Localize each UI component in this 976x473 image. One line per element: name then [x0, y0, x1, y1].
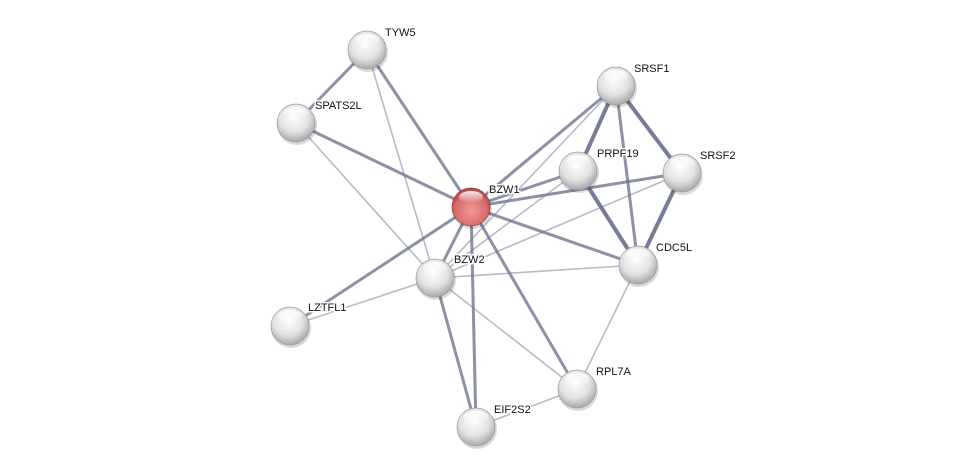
node-highlight: [355, 34, 379, 46]
node-highlight: [278, 310, 302, 322]
node-label: BZW2: [454, 254, 485, 266]
node-highlight: [565, 373, 589, 385]
node-label: SRSF1: [634, 63, 669, 75]
edge-spats2l-bzw1[interactable]: [295, 121, 472, 209]
node-label: SRSF2: [700, 150, 735, 162]
edge-bzw2-srsf2[interactable]: [434, 172, 683, 279]
node-highlight: [626, 249, 650, 261]
node-label: TYW5: [385, 27, 416, 39]
edge-bzw2-rpl7a[interactable]: [434, 277, 578, 390]
node-highlight: [566, 155, 590, 167]
node-bzw1[interactable]: BZW1: [451, 183, 521, 229]
node-cdc5l[interactable]: CDC5L: [618, 241, 694, 287]
node-srsf1[interactable]: SRSF1: [596, 62, 671, 108]
edge-srsf1-cdc5l[interactable]: [614, 85, 640, 266]
node-highlight: [670, 157, 694, 169]
node-label: EIF2S2: [494, 404, 531, 416]
node-label: BZW1: [489, 184, 520, 196]
edge-bzw1-eif2s2[interactable]: [469, 206, 478, 428]
edge-tyw5-bzw1[interactable]: [365, 49, 473, 208]
edge-bzw2-lztfl1[interactable]: [289, 277, 436, 327]
node-highlight: [423, 262, 447, 274]
edge-bzw1-rpl7a[interactable]: [469, 206, 579, 390]
edge-bzw1-lztfl1[interactable]: [289, 205, 472, 328]
edge-bzw1-srsf1[interactable]: [470, 84, 617, 209]
node-eif2s2[interactable]: EIF2S2: [456, 403, 532, 449]
node-label: RPL7A: [596, 366, 632, 378]
edge-spats2l-bzw2[interactable]: [295, 122, 436, 279]
edge-cdc5l-rpl7a[interactable]: [576, 264, 639, 390]
node-label: CDC5L: [656, 242, 692, 254]
node-rpl7a[interactable]: RPL7A: [557, 365, 633, 411]
edge-bzw2-eif2s2[interactable]: [433, 277, 478, 428]
node-label: SPATS2L: [315, 100, 362, 112]
edge-bzw1-cdc5l[interactable]: [470, 205, 639, 267]
node-srsf2[interactable]: SRSF2: [662, 149, 737, 195]
node-highlight: [284, 107, 308, 119]
edge-tyw5-bzw2[interactable]: [366, 49, 436, 279]
node-spats2l[interactable]: SPATS2L: [276, 99, 363, 145]
node-highlight: [604, 70, 628, 82]
edge-bzw2-prpf19[interactable]: [434, 170, 579, 279]
node-highlight: [464, 411, 488, 423]
node-prpf19[interactable]: PRPF19: [558, 147, 640, 193]
node-highlight: [459, 191, 483, 203]
node-lztfl1[interactable]: LZTFL1: [270, 301, 348, 348]
edge-bzw2-srsf1[interactable]: [434, 85, 617, 279]
node-bzw2[interactable]: BZW2: [415, 253, 486, 300]
edge-bzw2-cdc5l[interactable]: [434, 264, 639, 279]
node-label: LZTFL1: [308, 302, 347, 314]
node-label: PRPF19: [597, 148, 639, 160]
node-tyw5[interactable]: TYW5: [347, 26, 417, 72]
